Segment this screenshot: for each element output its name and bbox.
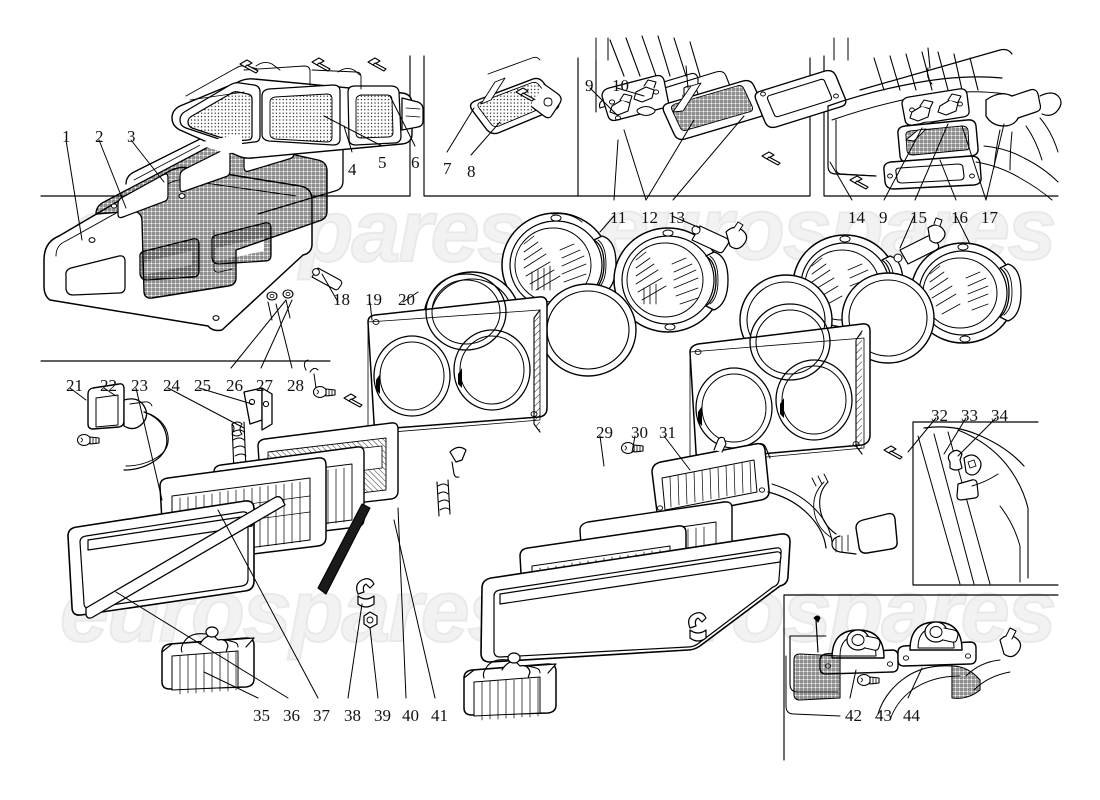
callout-number-39: 39 — [374, 706, 391, 725]
callout-number-25: 25 — [194, 376, 211, 395]
callout-number-20: 20 — [398, 290, 415, 309]
callout-number-37: 37 — [313, 706, 330, 725]
part-headlamp-bezel-left — [367, 273, 548, 435]
callout-number-12: 12 — [641, 208, 658, 227]
callout-number-24: 24 — [163, 376, 180, 395]
callout-number-21: 21 — [66, 376, 83, 395]
callout-number-7: 7 — [443, 159, 452, 178]
part-long-screw-18 — [311, 267, 343, 291]
callout-number-2: 2 — [95, 127, 104, 146]
callout-number-38: 38 — [344, 706, 361, 725]
part-clip-38 — [356, 578, 375, 608]
callout-number-23: 23 — [131, 376, 148, 395]
part-body-aperture-center — [595, 35, 847, 141]
part-sealed-beam-right-inner — [893, 217, 1022, 344]
part-connector-plug — [811, 473, 898, 555]
callout-number-14: 14 — [848, 208, 865, 227]
part-mounting-bracket — [243, 387, 273, 431]
callout-number-42: 42 — [845, 706, 862, 725]
callout-number-41: 41 — [431, 706, 448, 725]
part-retaining-clip-left — [449, 446, 467, 478]
part-fog-lamp-center — [463, 652, 557, 721]
panel-inset-right-mid — [912, 421, 1059, 586]
callout-number-40: 40 — [402, 706, 419, 725]
part-license-lamp-left — [813, 615, 899, 675]
callout-number-33: 33 — [961, 406, 978, 425]
callout-number-9: 9 — [585, 76, 594, 95]
callout-number-6: 6 — [411, 153, 420, 172]
callout-number-26: 26 — [226, 376, 243, 395]
leader-lines-panel-edges — [595, 37, 849, 61]
callout-number-17: 17 — [981, 208, 998, 227]
callout-number-10: 10 — [612, 76, 629, 95]
callout-number-36: 36 — [283, 706, 300, 725]
callout-number-16: 16 — [951, 208, 968, 227]
callout-number-1: 1 — [62, 127, 71, 146]
callout-number-29: 29 — [596, 423, 613, 442]
part-center-lamp-module — [651, 436, 833, 549]
part-grille-stack-center — [480, 501, 791, 663]
part-body-pillar-detail — [917, 426, 1029, 585]
callout-number-32: 32 — [931, 406, 948, 425]
leader-lines — [65, 87, 1005, 699]
part-side-marker-lamp — [469, 56, 562, 135]
part-fog-lamp-left — [161, 626, 255, 695]
callout-number-43: 43 — [875, 706, 892, 725]
part-tail-panel-assembly — [43, 113, 344, 332]
callout-number-30: 30 — [631, 423, 648, 442]
callout-number-3: 3 — [127, 127, 136, 146]
part-washers-27-28 — [266, 289, 294, 321]
callout-number-11: 11 — [610, 208, 627, 227]
part-clip-bottom-right-grille — [688, 612, 707, 642]
callout-number-35: 35 — [253, 706, 270, 725]
part-spring-small — [436, 479, 451, 517]
callout-number-27: 27 — [256, 376, 273, 395]
callout-number-5: 5 — [378, 153, 387, 172]
callout-number-44: 44 — [903, 706, 920, 725]
callout-number-9: 9 — [879, 208, 888, 227]
part-lamp-holder-left — [87, 383, 169, 471]
part-rear-body-panel — [785, 627, 1022, 721]
part-nut-39 — [363, 611, 378, 629]
part-sealed-beam-left-inner — [613, 221, 748, 333]
callout-number-18: 18 — [333, 290, 350, 309]
part-headlamp-bezel-right — [689, 303, 871, 465]
part-tail-lamp-cluster — [171, 61, 424, 159]
callout-number-15: 15 — [910, 208, 927, 227]
part-body-panel-right — [827, 47, 1062, 201]
callout-number-34: 34 — [991, 406, 1008, 425]
part-dark-trim-37 — [317, 503, 371, 595]
callout-number-22: 22 — [100, 376, 117, 395]
callout-number-31: 31 — [659, 423, 676, 442]
callout-number-13: 13 — [668, 208, 685, 227]
callout-number-19: 19 — [365, 290, 382, 309]
panel-inset-right-bottom — [783, 594, 1059, 761]
part-license-lamp-right — [897, 621, 977, 667]
part-trim-strip-left — [85, 496, 286, 619]
callout-number-28: 28 — [287, 376, 304, 395]
callout-number-8: 8 — [467, 162, 476, 181]
callout-number-4: 4 — [348, 160, 357, 179]
